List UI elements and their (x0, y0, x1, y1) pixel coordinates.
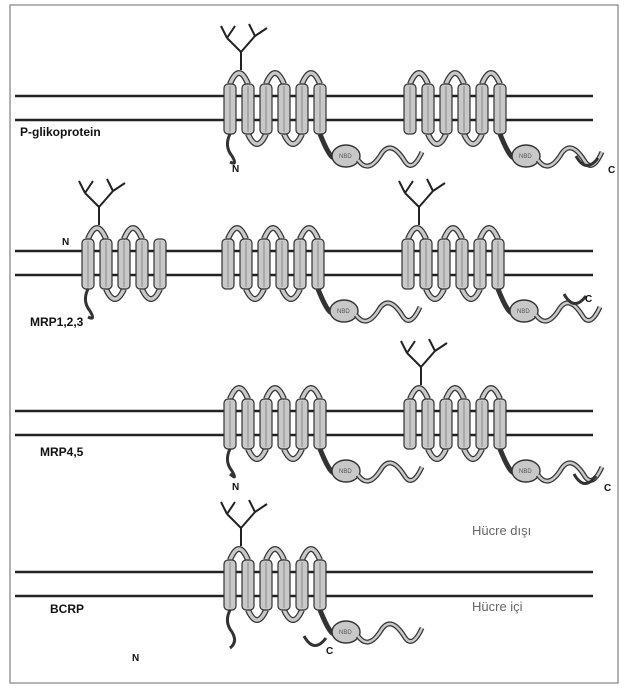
inside-cell-label: Hücre içi (472, 599, 523, 614)
glyco-twig (107, 179, 125, 191)
bcrp-c-terminal: C (326, 646, 333, 657)
nbd-domain: NBD (500, 134, 602, 167)
nbd-domain: NBD (320, 610, 422, 643)
glycosylation-icon (401, 339, 447, 385)
transporter-row: NBD NBD (15, 339, 602, 484)
row-label-mrp45: MRP4,5 (40, 445, 84, 459)
n-terminal-tail (227, 610, 234, 648)
nbd-label: NBD (339, 469, 352, 475)
glyco-twig (399, 181, 413, 193)
glycosylation-icon (221, 500, 267, 546)
nbd-tail (536, 303, 600, 321)
nbd-label: NBD (337, 309, 350, 315)
nbd-domain: NBD (320, 449, 422, 482)
row-label-pgp: P-glikoprotein (20, 125, 101, 139)
glyco-branch (227, 36, 255, 52)
transporter-row: NBD NBD (15, 179, 600, 322)
tm-domain (79, 179, 166, 299)
mrp45-n-terminal: N (232, 482, 239, 493)
c-terminal-tail (304, 636, 326, 646)
n-terminal-tail (227, 449, 234, 477)
bcrp-n-terminal: N (132, 653, 139, 664)
glyco-twig (249, 24, 267, 36)
row-label-bcrp: BCRP (50, 602, 84, 616)
glyco-twig (401, 341, 415, 353)
transporter-row: NBD NBD (15, 24, 602, 167)
mrp123-n-terminal: N (62, 237, 69, 248)
nbd-label: NBD (339, 630, 352, 636)
glyco-twig (429, 339, 447, 351)
glyco-branch (405, 191, 433, 207)
nbd-tail (358, 463, 422, 481)
n-terminal-tail (227, 134, 234, 163)
nbd-label: NBD (519, 469, 532, 475)
n-terminal-tail (85, 289, 92, 318)
pgp-n-terminal: N (232, 164, 239, 175)
glyco-twig (221, 502, 235, 514)
glyco-branch (85, 191, 113, 207)
nbd-tail (358, 148, 422, 166)
mrp123-c-terminal: C (585, 294, 592, 305)
mrp45-c-terminal: C (604, 483, 611, 494)
glyco-branch (407, 351, 435, 367)
nbd-domain: NBD (500, 449, 602, 482)
glyco-branch (227, 512, 255, 528)
glyco-twig (79, 181, 93, 193)
pgp-c-terminal: C (608, 165, 615, 176)
nbd-label: NBD (517, 309, 530, 315)
glyco-twig (249, 500, 267, 512)
glycosylation-icon (399, 179, 445, 225)
row-label-mrp123: MRP1,2,3 (30, 315, 84, 329)
nbd-domain: NBD (318, 289, 420, 322)
glyco-twig (221, 26, 235, 38)
nbd-tail (356, 303, 420, 321)
glyco-twig (427, 179, 445, 191)
diagram-layer: NBD NBD NBD NBD NBD NBD NBD (15, 24, 602, 648)
nbd-domain: NBD (320, 134, 422, 167)
glycosylation-icon (221, 24, 267, 70)
nbd-label: NBD (339, 154, 352, 160)
glycosylation-icon (79, 179, 125, 225)
nbd-tail (358, 624, 422, 642)
nbd-label: NBD (519, 154, 532, 160)
outside-cell-label: Hücre dışı (472, 523, 531, 538)
